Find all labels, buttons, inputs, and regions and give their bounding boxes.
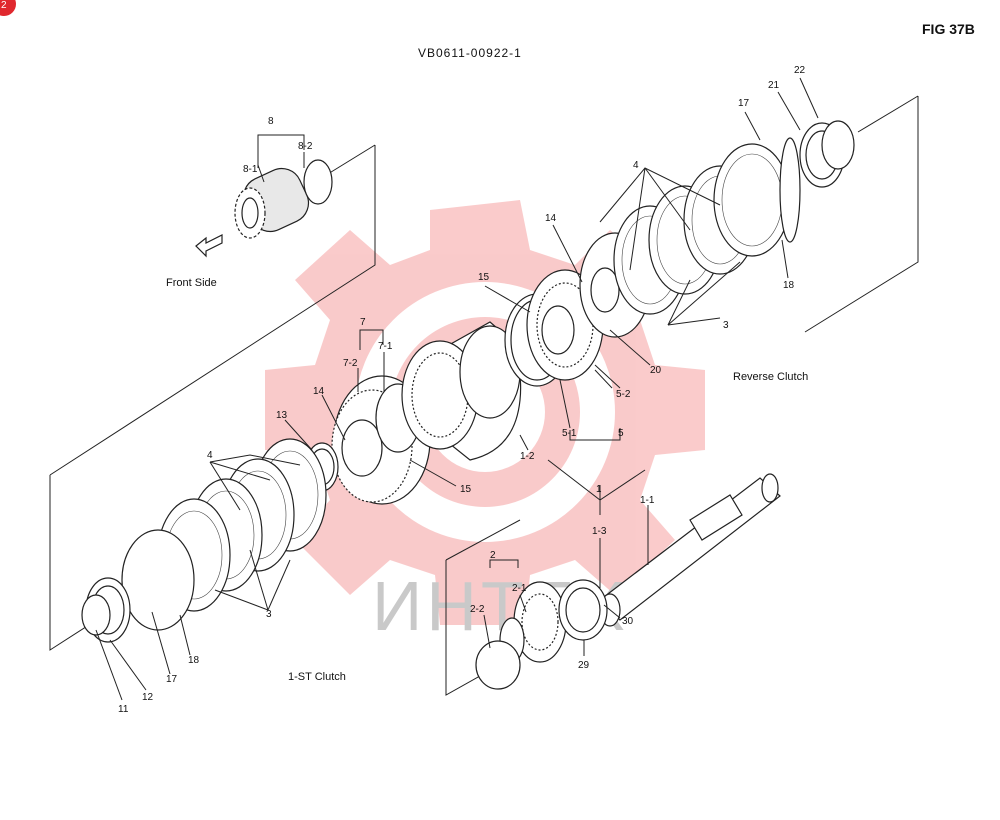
- callout-13: 13: [276, 410, 288, 421]
- callout-5-1: 5-1: [562, 428, 577, 439]
- callout-5: 5: [618, 428, 624, 439]
- gear-8: [234, 159, 333, 239]
- gear-2: [475, 581, 567, 690]
- callout-17b: 17: [166, 674, 178, 685]
- reverse-clutch-caption: Reverse Clutch: [733, 371, 808, 383]
- assembly-frame: [49, 95, 919, 696]
- callout-7: 7: [360, 317, 366, 328]
- callout-1-1: 1-1: [640, 495, 655, 506]
- corner-badge: 2: [0, 0, 16, 16]
- callout-20: 20: [650, 365, 662, 376]
- first-clutch-pack: [81, 438, 339, 643]
- callout-2: 2: [490, 550, 496, 561]
- bearing-29: [558, 579, 608, 641]
- callout-15a: 15: [478, 272, 490, 283]
- callout-14b: 14: [545, 213, 557, 224]
- callout-29: 29: [578, 660, 590, 671]
- callout-30: 30: [622, 616, 634, 627]
- callout-5-2: 5-2: [616, 389, 631, 400]
- callout-14a: 14: [313, 386, 325, 397]
- front-side-caption: Front Side: [166, 277, 217, 289]
- callout-3b: 3: [266, 609, 272, 620]
- callout-4b: 4: [207, 450, 213, 461]
- callout-18a: 18: [783, 280, 795, 291]
- callout-1: 1: [596, 484, 602, 495]
- callout-8: 8: [268, 116, 274, 127]
- callout-17a: 17: [738, 98, 750, 109]
- callout-11: 11: [118, 704, 129, 715]
- callout-8-2: 8-2: [298, 141, 313, 152]
- callout-22: 22: [794, 65, 806, 76]
- callout-leaders: [95, 77, 819, 701]
- callout-1-2: 1-2: [520, 451, 535, 462]
- first-clutch-caption: 1-ST Clutch: [288, 671, 346, 683]
- callout-21: 21: [768, 80, 780, 91]
- callout-1-3: 1-3: [592, 526, 607, 537]
- figure-number: FIG 37B: [922, 21, 975, 37]
- corner-badge-text: 2: [1, 0, 7, 11]
- callout-12: 12: [142, 692, 154, 703]
- drawing-number: VB0611-00922-1: [418, 46, 522, 60]
- callout-3a: 3: [723, 320, 729, 331]
- callout-2-2: 2-2: [470, 604, 485, 615]
- callout-8-1: 8-1: [243, 164, 258, 175]
- callout-7-2: 7-2: [343, 358, 358, 369]
- callout-4a: 4: [633, 160, 639, 171]
- callout-7-1: 7-1: [378, 341, 393, 352]
- callout-2-1: 2-1: [512, 583, 527, 594]
- callout-18b: 18: [188, 655, 200, 666]
- callout-labels: 8 8-1 8-2 7 7-1 7-2 14 14 13 15 15 4 4 3…: [118, 65, 806, 715]
- callout-15b: 15: [460, 484, 472, 495]
- front-arrow-icon: [195, 234, 223, 258]
- reverse-clutch-pack: [579, 120, 855, 338]
